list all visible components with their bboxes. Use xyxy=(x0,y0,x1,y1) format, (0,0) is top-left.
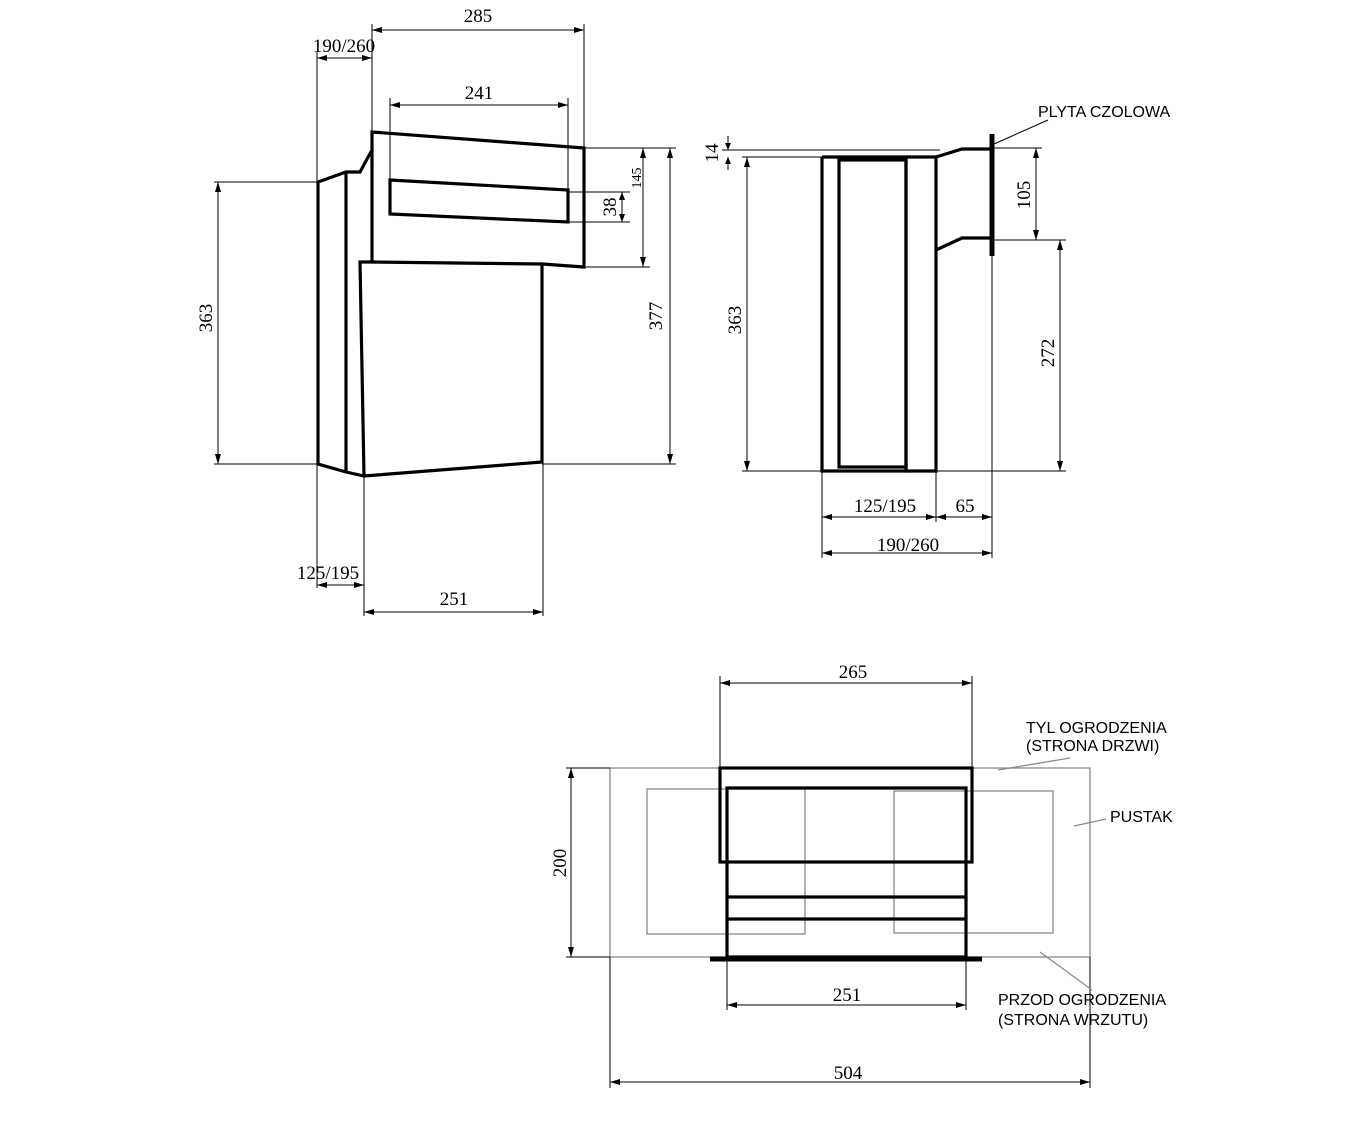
mail-slot xyxy=(388,178,570,224)
top-view: 265 200 251 504 TYL OGRODZENIA (STRONA D… xyxy=(550,662,1173,1088)
dim-block-width: 504 xyxy=(834,1063,863,1084)
leader-line xyxy=(1073,818,1107,827)
dim-total-depth: 190/260 xyxy=(877,535,939,556)
dim-height-left: 363 xyxy=(196,304,217,333)
dim-top-width: 265 xyxy=(839,662,868,683)
dim-body-width: 251 xyxy=(440,589,469,610)
dim-lower-height: 272 xyxy=(1038,339,1059,368)
body-edge-line xyxy=(358,150,374,477)
label-block: PUSTAK xyxy=(1110,809,1173,826)
label-back-fence-sub: (STRONA DRZWI) xyxy=(1026,738,1159,755)
label-front-fence-sub: (STRONA WRZUTU) xyxy=(998,1012,1148,1029)
side-neck-top xyxy=(935,147,992,159)
side-neck-bottom xyxy=(935,236,992,252)
dim-inner-width: 251 xyxy=(833,985,862,1006)
dim-plate-height: 145 xyxy=(630,168,645,189)
dim-plate-section: 105 xyxy=(1014,181,1035,210)
dim-side-height: 363 xyxy=(725,306,746,335)
leader-line xyxy=(993,119,1049,145)
dim-slot-width: 241 xyxy=(465,83,494,104)
mailbox-body-top xyxy=(725,862,968,959)
side-view: PLYTA CZOLOWA 14 363 105 272 125/195 65 xyxy=(702,104,1171,558)
mailbox-top-outer xyxy=(718,766,974,864)
label-front-fence: PRZOD OGRODZENIA xyxy=(998,992,1166,1009)
dim-block-depth: 200 xyxy=(550,849,571,878)
label-back-fence: TYL OGRODZENIA xyxy=(1026,720,1167,737)
dim-body-depth: 125/195 xyxy=(297,563,359,584)
dim-slot-height: 38 xyxy=(600,198,621,217)
side-inner-box xyxy=(837,158,908,469)
dim-depth-offset: 190/260 xyxy=(313,36,375,57)
side-body-outline xyxy=(820,155,908,473)
dim-flange-depth: 65 xyxy=(956,496,975,517)
front-view: 285 190/260 241 363 38 145 377 xyxy=(196,6,676,616)
dim-width-top: 285 xyxy=(464,6,493,27)
label-front-plate: PLYTA CZOLOWA xyxy=(1038,104,1171,121)
leader-line xyxy=(1039,951,1093,991)
dim-height-right: 377 xyxy=(646,302,667,331)
dim-plate-offset: 14 xyxy=(702,143,723,163)
dim-side-body-depth: 125/195 xyxy=(854,496,916,517)
side-flange xyxy=(906,155,938,473)
mailbox-top-inner xyxy=(725,786,968,862)
plate-bottom-edge xyxy=(371,260,543,266)
leader-line xyxy=(997,757,1071,771)
